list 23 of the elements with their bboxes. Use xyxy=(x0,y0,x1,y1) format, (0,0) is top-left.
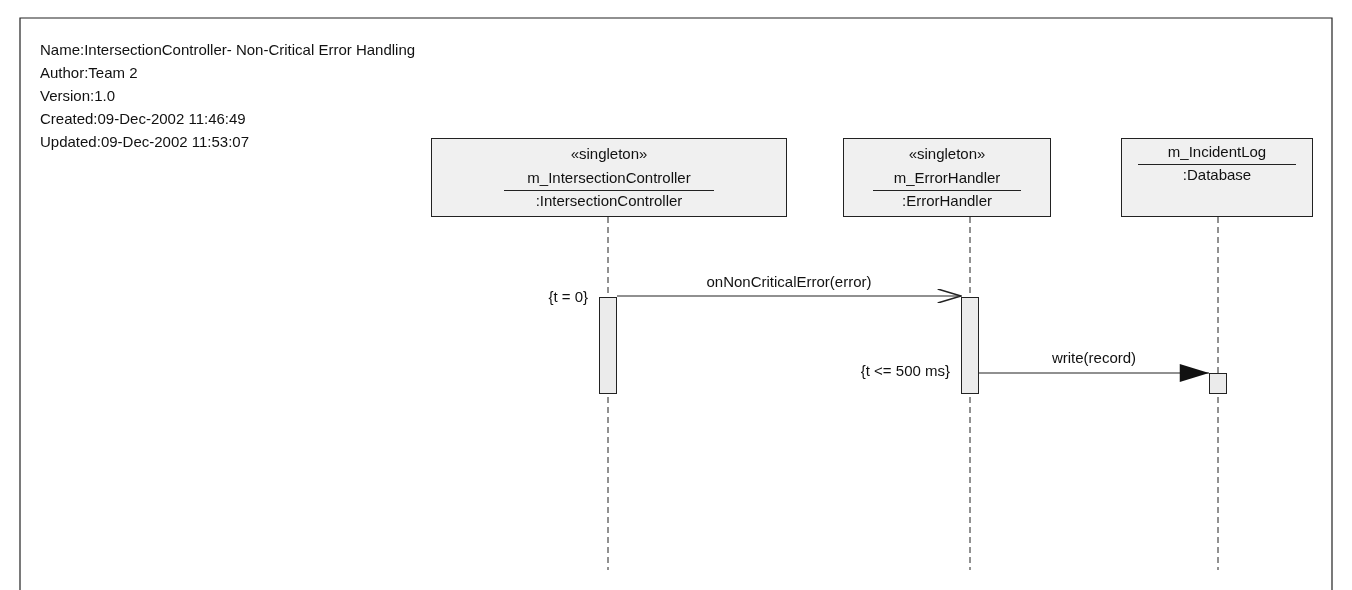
class-name: :ErrorHandler xyxy=(902,192,992,210)
stereotype-label: «singleton» xyxy=(908,145,986,163)
object-name: m_IncidentLog xyxy=(1138,143,1296,165)
object-name: m_IntersectionController xyxy=(504,169,714,191)
time-constraint: {t = 0} xyxy=(548,288,588,306)
diagram-info-text: Version:1.0 xyxy=(40,87,116,105)
activation-bar xyxy=(1209,373,1227,394)
lifeline-head-box xyxy=(843,138,1051,217)
message-arrow xyxy=(978,364,1210,382)
message-label: write(record) xyxy=(1049,349,1139,367)
diagram-info-text: Updated:09-Dec-2002 11:53:07 xyxy=(40,133,250,151)
class-name: :Database xyxy=(1182,166,1252,184)
object-name: m_ErrorHandler xyxy=(873,169,1021,191)
message-label: onNonCriticalError(error) xyxy=(704,273,874,291)
lifeline-head-box xyxy=(1121,138,1313,217)
time-constraint: {t <= 500 ms} xyxy=(860,362,950,380)
stereotype-label: «singleton» xyxy=(570,145,648,163)
diagram-info-text: Name:IntersectionController- Non-Critical Error Handling xyxy=(40,41,416,59)
class-name: :IntersectionController xyxy=(535,192,683,210)
lifeline-head-box xyxy=(431,138,787,217)
diagram-info-text: Author:Team 2 xyxy=(40,64,138,82)
diagram-info-text: Created:09-Dec-2002 11:46:49 xyxy=(40,110,246,128)
message-arrow xyxy=(616,288,962,304)
